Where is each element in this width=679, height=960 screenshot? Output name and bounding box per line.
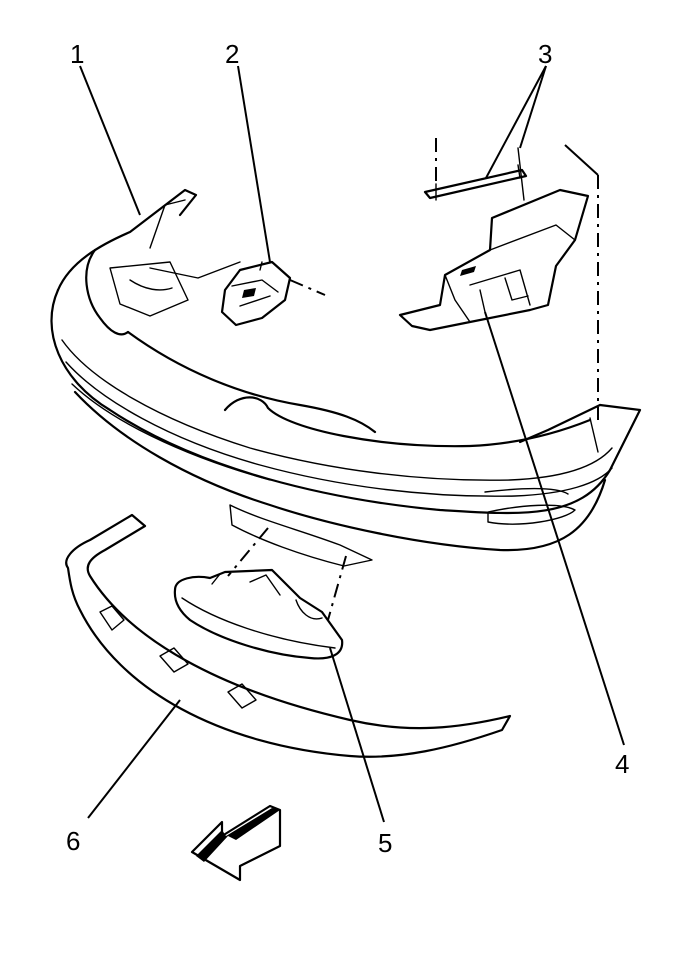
support-part-4: [398, 147, 590, 332]
callout-3: 3: [538, 39, 552, 69]
fog-lamp-part-5: [173, 568, 344, 660]
air-deflector-part-6: [65, 513, 512, 758]
assembly-lines: [149, 138, 599, 621]
leader-lines: [79, 65, 625, 823]
bumper-fascia: [50, 188, 642, 567]
callout-6: 6: [66, 826, 80, 856]
callout-5: 5: [378, 828, 392, 858]
front-direction-arrow: [190, 804, 282, 882]
callout-1: 1: [70, 39, 84, 69]
callout-2: 2: [225, 39, 239, 69]
callout-4: 4: [615, 749, 629, 779]
retainer-part-3: [423, 164, 528, 201]
bracket-part-2: [220, 260, 292, 327]
